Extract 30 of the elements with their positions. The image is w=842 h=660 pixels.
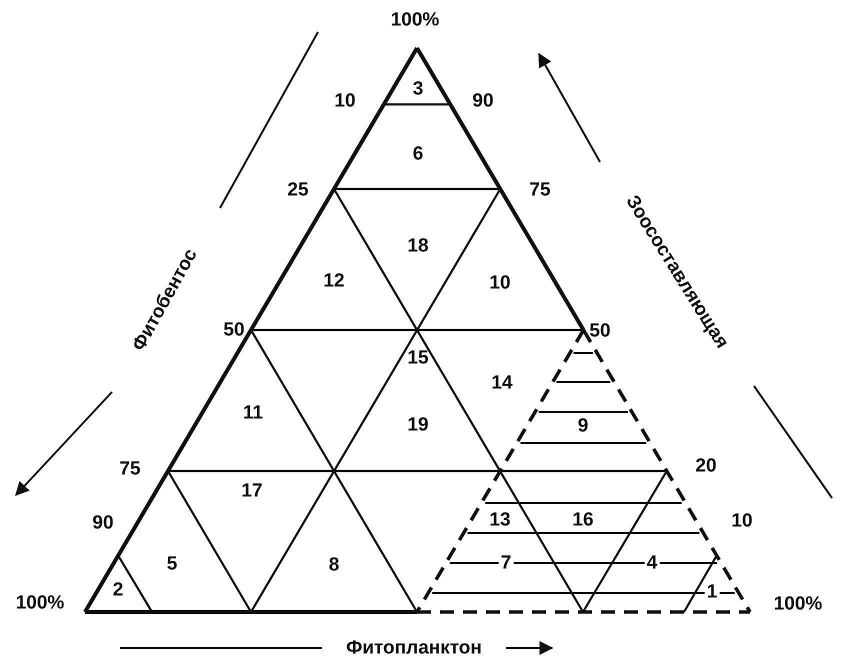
scale-value: 90	[472, 92, 494, 110]
scale-value: 100%	[16, 594, 64, 612]
scale-value: 100%	[390, 10, 440, 30]
scale-value: 10	[731, 512, 753, 530]
scale-value: 25	[287, 180, 309, 200]
region-number: 10	[489, 274, 511, 292]
region-number: 18	[407, 236, 429, 256]
region-number: 2	[112, 580, 124, 600]
region-number: 5	[166, 554, 178, 574]
scale-value: 90	[92, 514, 114, 532]
scale-value: 75	[529, 180, 551, 200]
scale-value: 100%	[774, 594, 822, 614]
region-number: 3	[412, 80, 424, 98]
scale-value: 50	[223, 320, 245, 340]
region-number: 12	[323, 272, 345, 290]
region-number: 17	[241, 482, 263, 500]
scale-value: 10	[334, 92, 356, 110]
region-number: 11	[242, 404, 264, 422]
region-number: 19	[407, 416, 429, 434]
region-number: 14	[491, 374, 513, 392]
region-number: 15	[407, 348, 429, 368]
scale-value: 75	[119, 460, 141, 478]
axis-title: Фитопланктон	[346, 638, 482, 658]
region-number: 8	[328, 556, 340, 574]
scale-value: 50	[589, 322, 611, 340]
region-number: 9	[578, 416, 588, 436]
region-number: 16	[572, 510, 594, 530]
region-number: 13	[489, 510, 511, 530]
region-number: 6	[412, 144, 424, 164]
scale-value: 20	[695, 456, 717, 476]
